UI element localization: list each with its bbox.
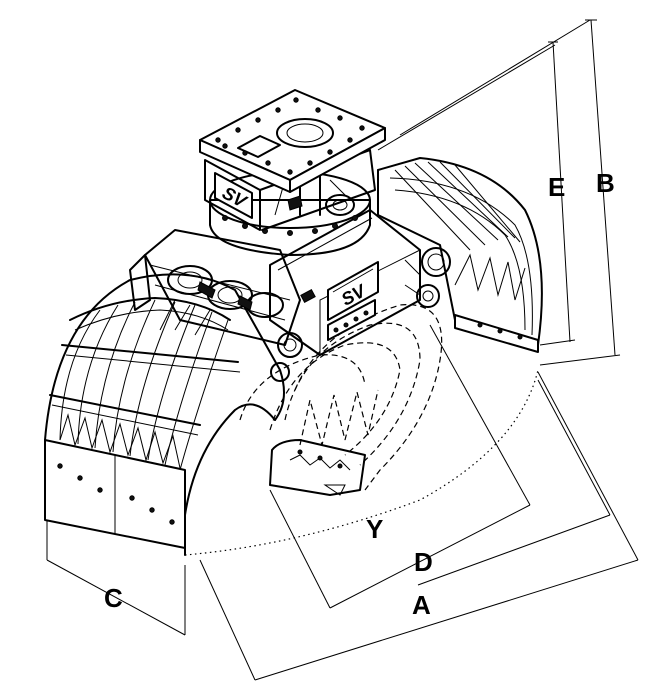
rotator-bolts <box>222 215 358 236</box>
label-b: B <box>596 168 615 198</box>
front-jaw-ribs <box>59 299 229 471</box>
label-d: D <box>414 547 433 577</box>
label-e: E <box>548 172 565 202</box>
main-housing: SV <box>269 209 451 356</box>
front-jaw-cross-bars <box>49 344 241 436</box>
jaw-open-outline <box>239 304 443 496</box>
logo-plate-right: SV <box>327 261 379 321</box>
label-y: Y <box>366 514 383 544</box>
front-jaw-bolts <box>57 463 175 525</box>
swing-arc <box>184 369 539 556</box>
label-a: A <box>412 590 431 620</box>
label-c: C <box>104 583 123 613</box>
back-jaw-tines <box>394 161 521 251</box>
dimension-b <box>399 19 621 366</box>
mounting-plate <box>199 89 386 193</box>
dimension-y <box>269 324 531 609</box>
dimension-d <box>417 379 611 586</box>
hydraulic-cylinders <box>129 229 303 382</box>
control-panel <box>327 299 376 341</box>
back-jaw <box>377 157 543 353</box>
logo-plate-top: SV <box>214 172 253 219</box>
dimension-e <box>377 41 576 346</box>
plate-bolts <box>215 97 365 175</box>
dimension-a <box>199 371 639 681</box>
front-jaw <box>44 273 285 556</box>
